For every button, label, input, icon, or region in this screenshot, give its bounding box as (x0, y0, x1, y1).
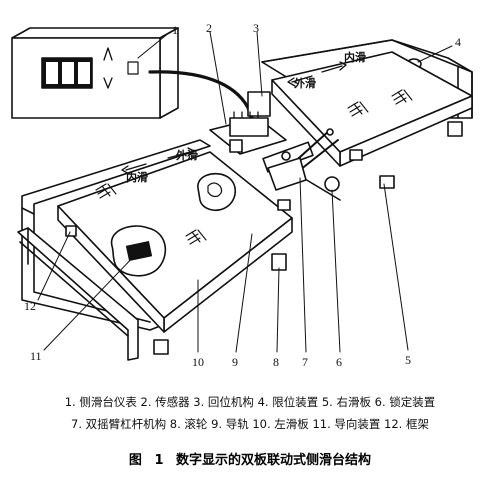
outer-frame (17, 139, 211, 361)
caption-title: 数字显示的双板联动式侧滑台结构 (176, 453, 372, 468)
left-slide-plate (57, 147, 293, 333)
callout-8: 8 (273, 355, 279, 369)
roller-left-front (153, 339, 169, 355)
callout-7: 7 (302, 355, 308, 369)
caption-prefix: 图 (128, 453, 142, 468)
roller-right-front (379, 175, 395, 189)
right-plate-inner-label: 内滑 (344, 51, 366, 64)
callout-12: 12 (24, 299, 36, 313)
locking-device-knob (324, 176, 340, 192)
callout-4: 4 (455, 35, 461, 49)
caption-number: 1 (154, 453, 164, 468)
roller-right-rear (447, 121, 463, 137)
left-plate-outer-label: 外滑 (176, 149, 198, 162)
callout-1: 1 (172, 23, 178, 37)
left-plate-inner-label: 内滑 (126, 171, 148, 184)
legend-row-2: 7. 双摇臂杠杆机构 8. 滚轮 9. 导轨 10. 左滑板 11. 导向装置 … (71, 417, 429, 431)
linkage-mechanism (209, 91, 341, 201)
return-mechanism (229, 117, 269, 137)
figure-caption: 图 1 数字显示的双板联动式侧滑台结构 (0, 449, 500, 468)
callout-3: 3 (253, 21, 259, 35)
leader-lines (37, 31, 453, 353)
sensor-body (247, 91, 271, 117)
callout-9: 9 (232, 355, 238, 369)
sideslip-tester-diagram (11, 27, 473, 361)
callout-10: 10 (192, 355, 204, 369)
callout-2: 2 (206, 21, 212, 35)
callout-6: 6 (336, 355, 342, 369)
right-slide-plate (271, 51, 473, 167)
sideslip-instrument (11, 27, 179, 119)
callout-5: 5 (405, 353, 411, 367)
right-plate-outer-label: 外滑 (294, 77, 316, 90)
callout-11: 11 (30, 349, 42, 363)
guide-roller (125, 241, 153, 261)
legend-row-1: 1. 侧滑台仪表 2. 传感器 3. 回位机构 4. 限位装置 5. 右滑板 6… (64, 395, 436, 409)
